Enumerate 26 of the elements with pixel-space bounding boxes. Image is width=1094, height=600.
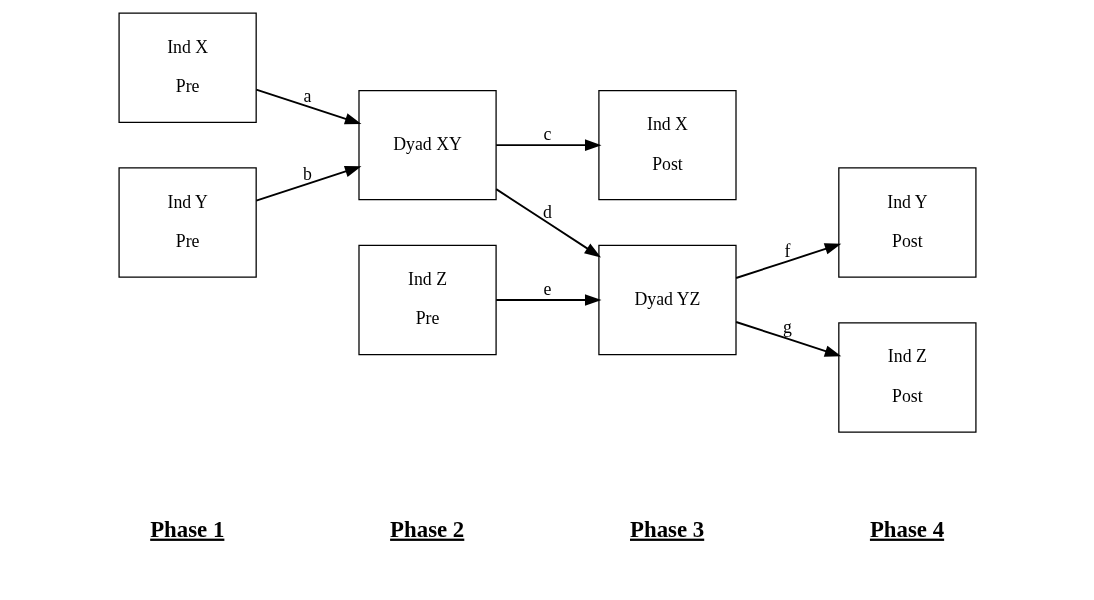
edge-label: b: [302, 163, 312, 184]
node-box: Ind X Post: [597, 89, 737, 201]
arrow: [734, 321, 841, 357]
arrow: [254, 88, 361, 125]
arrow: [494, 188, 601, 258]
label: Phase 1: [149, 516, 224, 542]
arrow: [254, 165, 361, 202]
label: Phase 2: [389, 516, 464, 542]
edge-label: d: [542, 201, 552, 222]
node-box: Ind X Pre: [117, 12, 257, 123]
node-box: Dyad YZ: [597, 244, 737, 356]
node-box: Dyad XY: [357, 89, 497, 201]
node-box: Ind Z Pre: [357, 244, 497, 356]
arrow: [494, 294, 601, 306]
label: Phase 3: [629, 516, 704, 542]
edge-label: c: [543, 124, 551, 145]
node-box: Ind Y Pre: [117, 167, 257, 278]
node-box: Ind Y Post: [837, 167, 977, 278]
arrow: [494, 139, 601, 151]
edge-label: a: [303, 86, 312, 107]
node-box: Ind Z Post: [837, 322, 977, 433]
label: Phase 4: [869, 516, 944, 542]
arrow: [734, 243, 841, 279]
edge-label: g: [782, 317, 792, 338]
edge-label: e: [543, 279, 551, 300]
edge-label: f: [783, 241, 790, 262]
